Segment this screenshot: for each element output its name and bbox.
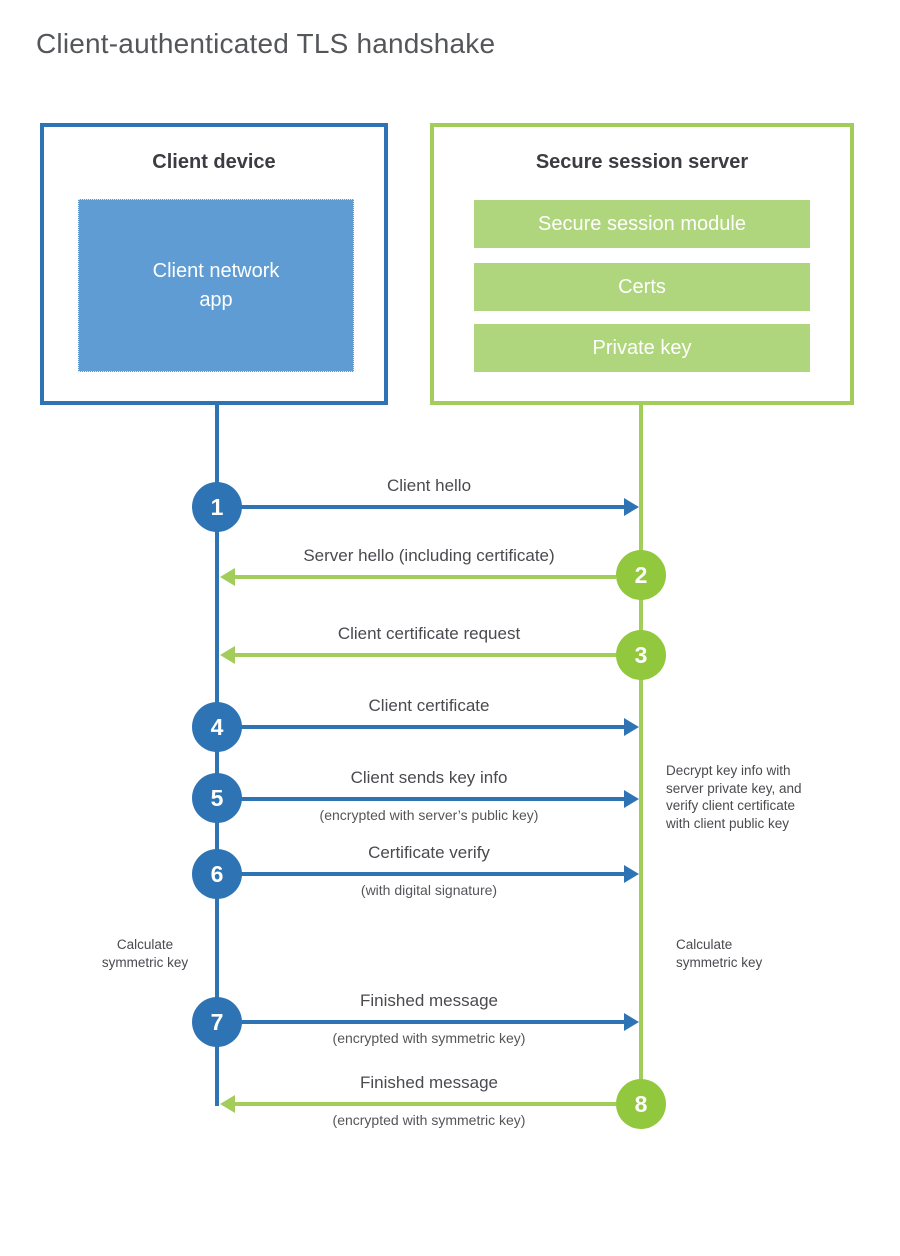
step-number: 6 <box>210 860 224 887</box>
step-circle-5: 5 <box>192 773 242 823</box>
step-arrow-5 <box>230 790 639 808</box>
step-number: 4 <box>210 713 224 740</box>
arrowhead-right-icon <box>624 865 639 883</box>
step-label-7: Finished message <box>360 991 498 1010</box>
step-circle-7: 7 <box>192 997 242 1047</box>
arrowhead-left-icon <box>220 646 235 664</box>
step-sublabel-7: (encrypted with symmetric key) <box>332 1030 526 1046</box>
client-device-header: Client device <box>152 151 276 173</box>
step-number: 3 <box>634 641 648 668</box>
arrowhead-right-icon <box>624 718 639 736</box>
note-decrypt-key-info: Decrypt key info with server private key… <box>666 763 802 831</box>
step-label-2: Server hello (including certificate) <box>303 546 555 565</box>
step-label-3: Client certificate request <box>337 624 521 643</box>
step-arrow-8 <box>220 1095 616 1113</box>
step-sublabel-5: (encrypted with server’s public key) <box>319 807 539 823</box>
step-sublabel-6: (with digital signature) <box>360 882 498 898</box>
step-sublabel-8: (encrypted with symmetric key) <box>332 1112 526 1128</box>
step-circle-6: 6 <box>192 849 242 899</box>
certs-bar: Certs <box>474 263 810 311</box>
private-key-bar: Private key <box>474 324 810 372</box>
step-arrow-6 <box>230 865 639 883</box>
step-circle-4: 4 <box>192 702 242 752</box>
step-number: 8 <box>634 1090 648 1117</box>
arrowhead-left-icon <box>220 1095 235 1113</box>
step-arrow-1 <box>230 498 639 516</box>
arrowhead-right-icon <box>624 1013 639 1031</box>
client-lifeline <box>215 405 219 1106</box>
step-label-8: Finished message <box>360 1073 498 1092</box>
step-label-6: Certificate verify <box>368 843 490 862</box>
secure-session-module-bar: Secure session module <box>474 200 810 248</box>
step-label-4: Client certificate <box>368 696 490 715</box>
step-circle-1: 1 <box>192 482 242 532</box>
note-calc-symmetric-key-client: Calculate symmetric key <box>101 937 189 970</box>
step-label-5: Client sends key info <box>350 768 508 787</box>
server-box: Secure session server Secure session mod… <box>430 123 854 405</box>
client-network-app-box: Client network app <box>78 199 354 372</box>
client-device-box: Client device Client network app <box>40 123 388 405</box>
arrowhead-right-icon <box>624 498 639 516</box>
step-number: 7 <box>210 1008 224 1035</box>
note-calc-symmetric-key-server: Calculate symmetric key <box>676 937 763 970</box>
step-arrow-4 <box>230 718 639 736</box>
step-arrow-3 <box>220 646 616 664</box>
step-circle-2: 2 <box>616 550 666 600</box>
step-arrow-2 <box>220 568 616 586</box>
step-number: 5 <box>210 784 224 811</box>
page-title: Client-authenticated TLS handshake <box>36 28 496 59</box>
server-lifeline <box>639 405 643 1104</box>
step-number: 1 <box>210 493 224 520</box>
arrowhead-right-icon <box>624 790 639 808</box>
step-circle-8: 8 <box>616 1079 666 1129</box>
server-header: Secure session server <box>535 151 749 173</box>
step-number: 2 <box>634 561 648 588</box>
arrowhead-left-icon <box>220 568 235 586</box>
step-label-1: Client hello <box>386 476 472 495</box>
step-circle-3: 3 <box>616 630 666 680</box>
step-arrow-7 <box>230 1013 639 1031</box>
